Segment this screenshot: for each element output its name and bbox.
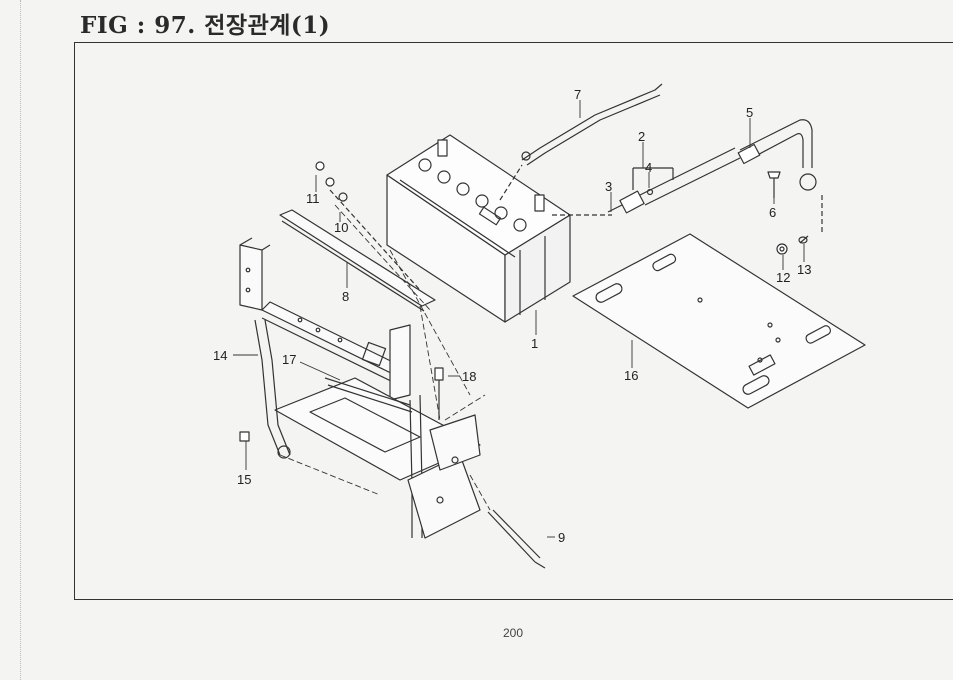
bolt-18-drawing [434, 367, 444, 420]
callout-15: 15 [237, 472, 251, 487]
callout-8: 8 [342, 289, 349, 304]
callout-13: 13 [797, 262, 811, 277]
cable-2-drawing [552, 147, 741, 216]
callout-1: 1 [531, 336, 538, 351]
nut-15-drawing [239, 431, 250, 442]
page-binding-edge [20, 0, 21, 680]
callout-5: 5 [746, 105, 753, 120]
nut-washer-10-11-drawing [315, 161, 348, 202]
cable-7-drawing [499, 83, 663, 201]
callout-10: 10 [334, 220, 348, 235]
callout-17: 17 [282, 352, 296, 367]
rod-9-drawing [487, 509, 546, 569]
callout-6: 6 [769, 205, 776, 220]
callout-3: 3 [605, 179, 612, 194]
battery-frame-14-drawing [239, 237, 481, 539]
callout-14: 14 [213, 348, 227, 363]
callout-18: 18 [462, 369, 476, 384]
callout-7: 7 [574, 87, 581, 102]
callout-9: 9 [558, 530, 565, 545]
callout-2: 2 [638, 129, 645, 144]
callout-4: 4 [645, 160, 652, 175]
callout-16: 16 [624, 368, 638, 383]
callout-12: 12 [776, 270, 790, 285]
hold-down-bar-8-drawing [279, 189, 436, 312]
diagram-frame [74, 42, 953, 600]
cable-5-drawing [737, 119, 823, 232]
figure-title: FIG : 97. 전장관계(1) [80, 12, 331, 39]
battery-mat-16-drawing [572, 233, 866, 409]
page-number: 200 [503, 626, 524, 640]
callout-11: 11 [306, 191, 320, 206]
nut-washer-12-13-drawing [776, 235, 809, 255]
battery-drawing [386, 134, 571, 323]
